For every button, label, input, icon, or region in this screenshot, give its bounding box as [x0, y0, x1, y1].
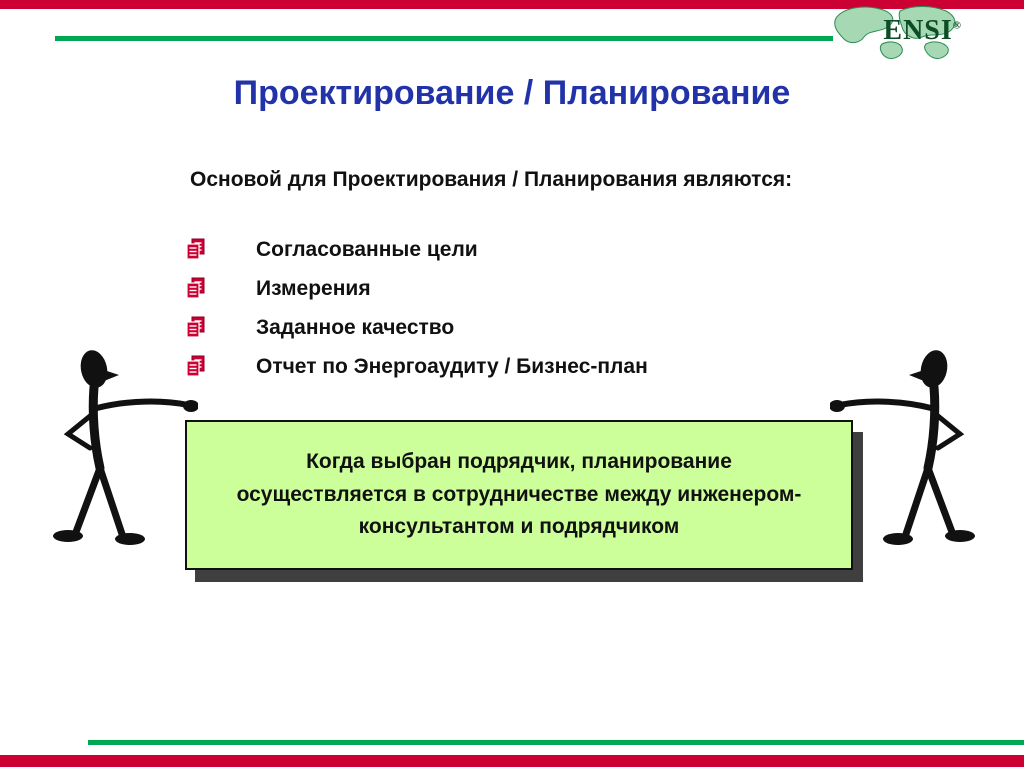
- document-icon: [186, 316, 205, 338]
- ensi-logo-text: ENSI®: [883, 15, 962, 47]
- callout-box: Когда выбран подрядчик, планирование осу…: [185, 420, 853, 570]
- bullet-label: Согласованные цели: [256, 237, 478, 261]
- list-item: Согласованные цели: [185, 230, 648, 269]
- subtitle: Основой для Проектирования / Планировани…: [190, 168, 793, 191]
- callout-text: Когда выбран подрядчик, планирование осу…: [236, 450, 802, 539]
- top-red-bar: [0, 0, 1024, 9]
- ensi-wordmark: ENSI: [883, 15, 953, 46]
- bullet-label: Измерения: [256, 276, 371, 300]
- page-title: Проектирование / Планирование: [233, 74, 791, 112]
- bullet-list: Согласованные цели Измерения Заданное ка…: [185, 230, 648, 386]
- stick-figure-icon: [48, 342, 198, 572]
- bottom-red-bar: [0, 755, 1024, 767]
- document-icon: [186, 277, 205, 299]
- list-item: Заданное качество: [185, 308, 648, 347]
- stick-figure-icon: [830, 342, 980, 572]
- list-item: Измерения: [185, 269, 648, 308]
- bullet-label: Заданное качество: [256, 315, 455, 339]
- bullet-label: Отчет по Энергоаудиту / Бизнес-план: [256, 354, 648, 378]
- bottom-green-rule: [88, 740, 1024, 745]
- document-icon: [186, 238, 205, 260]
- stick-figure-left: [48, 342, 198, 572]
- registered-mark: ®: [952, 19, 962, 32]
- top-green-rule: [55, 36, 833, 41]
- world-map-graphic: [834, 6, 956, 59]
- stick-figure-right: [830, 342, 980, 572]
- list-item: Отчет по Энергоаудиту / Бизнес-план: [185, 347, 648, 386]
- ensi-logo: ENSI®: [830, 2, 964, 68]
